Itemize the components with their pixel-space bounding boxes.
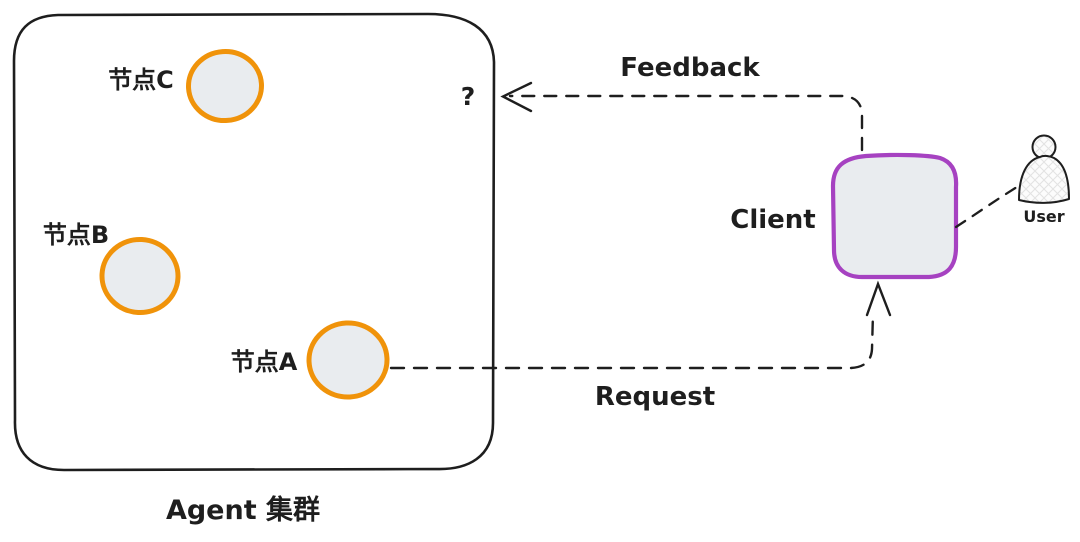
agent-cluster-box bbox=[12, 12, 496, 472]
feedback-arrow-line bbox=[508, 94, 864, 152]
node-b-label: 节点B bbox=[43, 221, 109, 249]
request-label: Request bbox=[595, 382, 715, 412]
request-arrow-line bbox=[389, 311, 875, 370]
client-box bbox=[830, 152, 959, 280]
user-label: User bbox=[1023, 207, 1064, 226]
feedback-arrowhead-icon bbox=[500, 81, 533, 113]
node-a-label: 节点A bbox=[231, 348, 298, 376]
user-icon bbox=[1018, 134, 1070, 204]
node-b-circle bbox=[99, 236, 181, 316]
request-arrowhead-icon bbox=[865, 280, 892, 317]
question-mark: ? bbox=[461, 82, 476, 111]
feedback-label: Feedback bbox=[620, 53, 760, 83]
node-c-circle bbox=[186, 48, 264, 124]
node-c-label: 节点C bbox=[108, 66, 174, 94]
node-a-circle bbox=[306, 320, 390, 400]
client-label: Client bbox=[730, 205, 815, 235]
agent-cluster-label: Agent 集群 bbox=[166, 494, 320, 526]
client-user-line bbox=[954, 185, 1019, 229]
